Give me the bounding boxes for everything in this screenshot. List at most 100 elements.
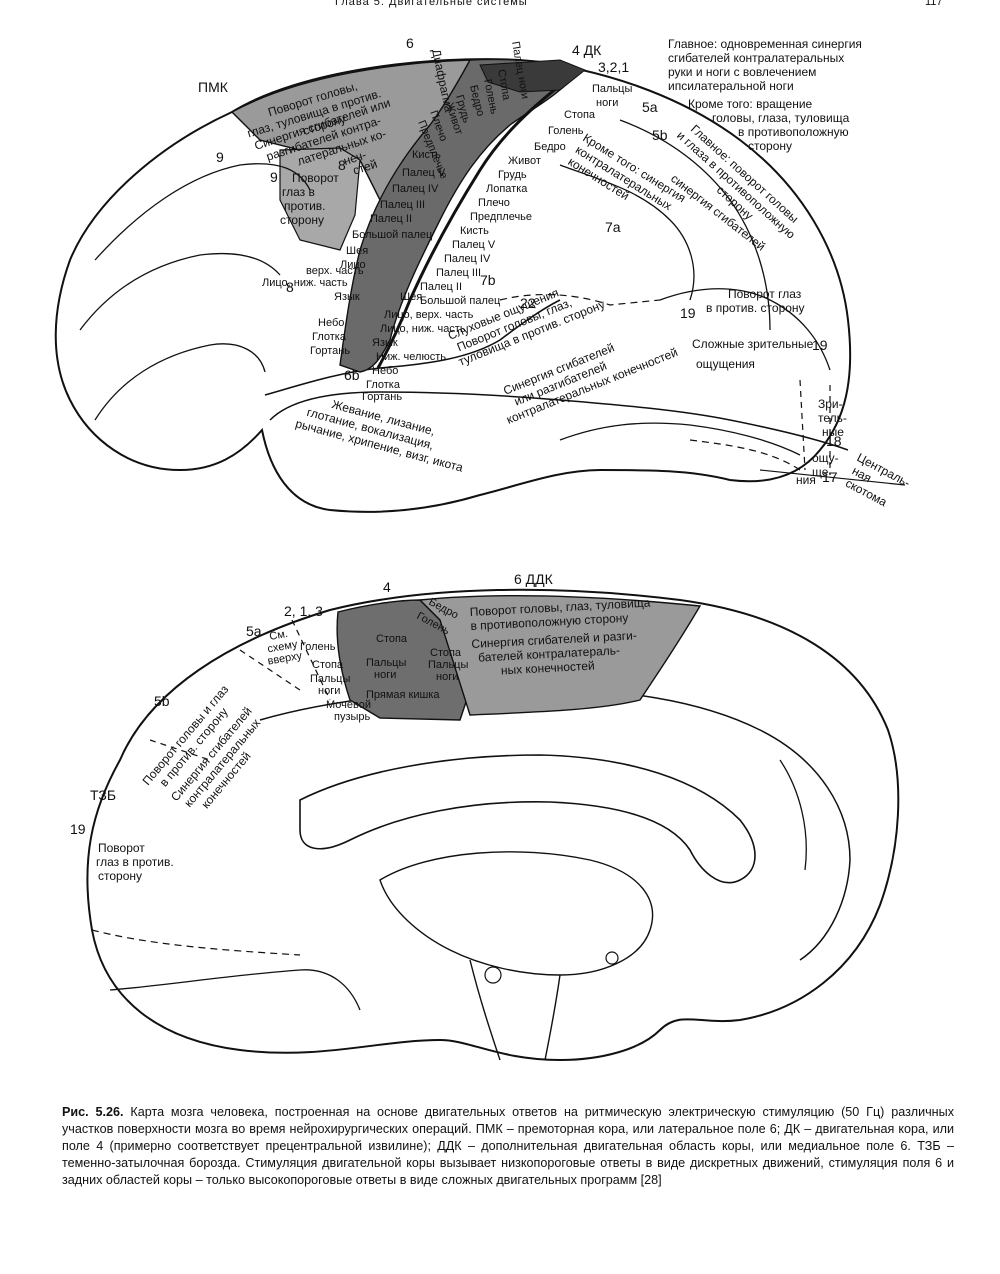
postcentral-label: Бедро xyxy=(534,141,566,153)
m4-line: Прямая кишка xyxy=(366,689,440,701)
label-area-18: 18 xyxy=(826,433,842,449)
label-medial-19: 19 xyxy=(70,821,86,837)
label-area-6: 6 xyxy=(406,35,414,51)
field8-line: против. xyxy=(284,199,326,213)
m321-line: Голень xyxy=(300,641,336,653)
field-8-region xyxy=(279,147,361,251)
page-number: 117 xyxy=(925,0,943,8)
sulcus-line xyxy=(619,119,771,331)
medial-brain-outline xyxy=(86,588,900,1062)
label-area-4-dk: 4 ДК xyxy=(572,42,602,58)
precentral-label: Язык xyxy=(334,291,360,303)
precentral-label: Небо xyxy=(318,317,344,329)
field18-line: ные xyxy=(822,425,844,439)
postcentral-label: Голень xyxy=(548,125,584,137)
m321-line: Пальцы xyxy=(310,673,350,685)
label-area-9-small: 9 xyxy=(270,169,278,185)
postcentral-label: Палец V xyxy=(452,239,496,251)
precentral-label: Лицо, ниж. часть xyxy=(262,277,348,289)
label-medial-5a: 5a xyxy=(246,623,262,639)
postcentral-label: Лопатка xyxy=(486,183,528,195)
field18-text: Зри- тель- ные ощу- ще- ния xyxy=(796,397,847,487)
label-area-8: 8 xyxy=(338,157,346,173)
medial-321-text: Голень Стопа Пальцы ноги Мочевой пузырь xyxy=(300,641,371,723)
postcentral-label: Лицо, ниж. часть xyxy=(380,323,466,335)
medial-boundary-dashed xyxy=(239,649,301,691)
lateral-brain-outline xyxy=(54,58,852,513)
postcentral-label: Стопа xyxy=(564,109,596,121)
label-area-17: 17 xyxy=(822,469,838,485)
sulcus-line xyxy=(94,163,311,261)
postcentral-label: Плечо xyxy=(478,197,510,209)
m4-line: Стопа xyxy=(430,647,462,659)
mammillary-body xyxy=(484,966,502,984)
label-tzb: ТЗБ xyxy=(90,787,116,803)
postcentral-label: Шея xyxy=(400,291,422,303)
complex-visual-line: ощущения xyxy=(696,357,755,371)
scotoma-pointer xyxy=(759,469,906,486)
pineal-body xyxy=(605,951,619,965)
label-area-321: 3,2,1 xyxy=(598,59,629,75)
postcentral-label: Грудь xyxy=(498,169,527,181)
postcentral-label: Большой палец xyxy=(420,295,501,307)
precentral-label: Глотка xyxy=(312,331,347,343)
ann-main-line: сгибателей контралатеральных xyxy=(668,51,844,65)
corpus-callosum xyxy=(299,754,756,884)
pmk-syn-line: неч- xyxy=(342,148,368,168)
ann-main-line: ипсилатеральной ноги xyxy=(668,79,794,93)
m19-line: глаз в против. xyxy=(96,855,174,869)
postcentral-label: Кисть xyxy=(460,225,489,237)
figure-caption: Рис. 5.26. Карта мозга человека, построе… xyxy=(62,1104,954,1189)
toe-band-region xyxy=(479,59,586,93)
dashed-boundary xyxy=(499,293,661,306)
central-sulcus xyxy=(376,68,581,369)
field18-line: ще- xyxy=(812,465,832,479)
field19-line: в против. сторону xyxy=(706,301,805,315)
m4-line: Пальцы xyxy=(428,659,468,671)
ann-besides-line: сторону xyxy=(748,139,792,153)
label-area-7a: 7a xyxy=(605,219,621,235)
medial-ddk-region xyxy=(418,595,702,716)
sylvian-fissure xyxy=(264,299,561,396)
label-area-6b: 6b xyxy=(344,367,360,383)
premotor-cortex-region xyxy=(230,59,502,212)
precentral-label: Кисть xyxy=(412,149,441,161)
label-medial-213: 2, 1, 3 xyxy=(284,603,323,619)
postcentral-label: Живот xyxy=(508,155,541,167)
m19-line: сторону xyxy=(98,869,142,883)
medial-boundary-dashed xyxy=(291,619,331,701)
page-header: Глава 5. Двигательные системы 117 xyxy=(0,0,1000,12)
precentral-label: Палец IV xyxy=(392,183,439,195)
field8-line: Поворот xyxy=(292,171,339,185)
ann-besides-line: головы, глаза, туловища xyxy=(712,111,850,125)
field18-line: ния xyxy=(796,473,816,487)
lateral-brain-view: ПМК 6 4 ДК 3,2,1 5a 5b 9 8 9 8 6b 7a 7b … xyxy=(54,35,913,513)
label-area-19: 19 xyxy=(680,305,696,321)
dashed-boundary xyxy=(799,379,806,471)
sulcus-line xyxy=(659,288,831,371)
field8-text: Поворот глаз в против. сторону xyxy=(280,171,339,227)
m4-line: Стопа xyxy=(376,633,408,645)
label-area-22: 22 xyxy=(520,295,536,311)
label-area-19-right: 19 xyxy=(812,337,828,353)
calcarine-dashed xyxy=(91,929,301,956)
ann-besides-line: в противоположную xyxy=(738,125,849,139)
thalamus-outline xyxy=(379,851,654,976)
sulcus-line xyxy=(79,252,281,331)
m4-line: Пальцы xyxy=(366,657,406,669)
label-area-5a: 5a xyxy=(642,99,658,115)
label-medial-5b: 5b xyxy=(154,693,170,709)
precentral-label: верх. часть xyxy=(306,265,364,277)
brain-map-figure: ПМК 6 4 ДК 3,2,1 5a 5b 9 8 9 8 6b 7a 7b … xyxy=(54,35,913,1062)
m6-line: ных конечностей xyxy=(501,659,595,678)
label-medial-6-ddk: 6 ДДК xyxy=(514,571,554,587)
postcentral-label: Пальцы xyxy=(592,83,632,95)
sulcus-line xyxy=(559,422,801,456)
label-area-8-lower: 8 xyxy=(286,279,294,295)
m321-line: ноги xyxy=(318,685,340,697)
postcentral-label: Небо xyxy=(372,365,398,377)
complex-visual-line: Сложные зрительные xyxy=(692,337,814,351)
brainstem-outline xyxy=(469,959,561,1061)
postcentral-label: Глотка xyxy=(366,379,401,391)
